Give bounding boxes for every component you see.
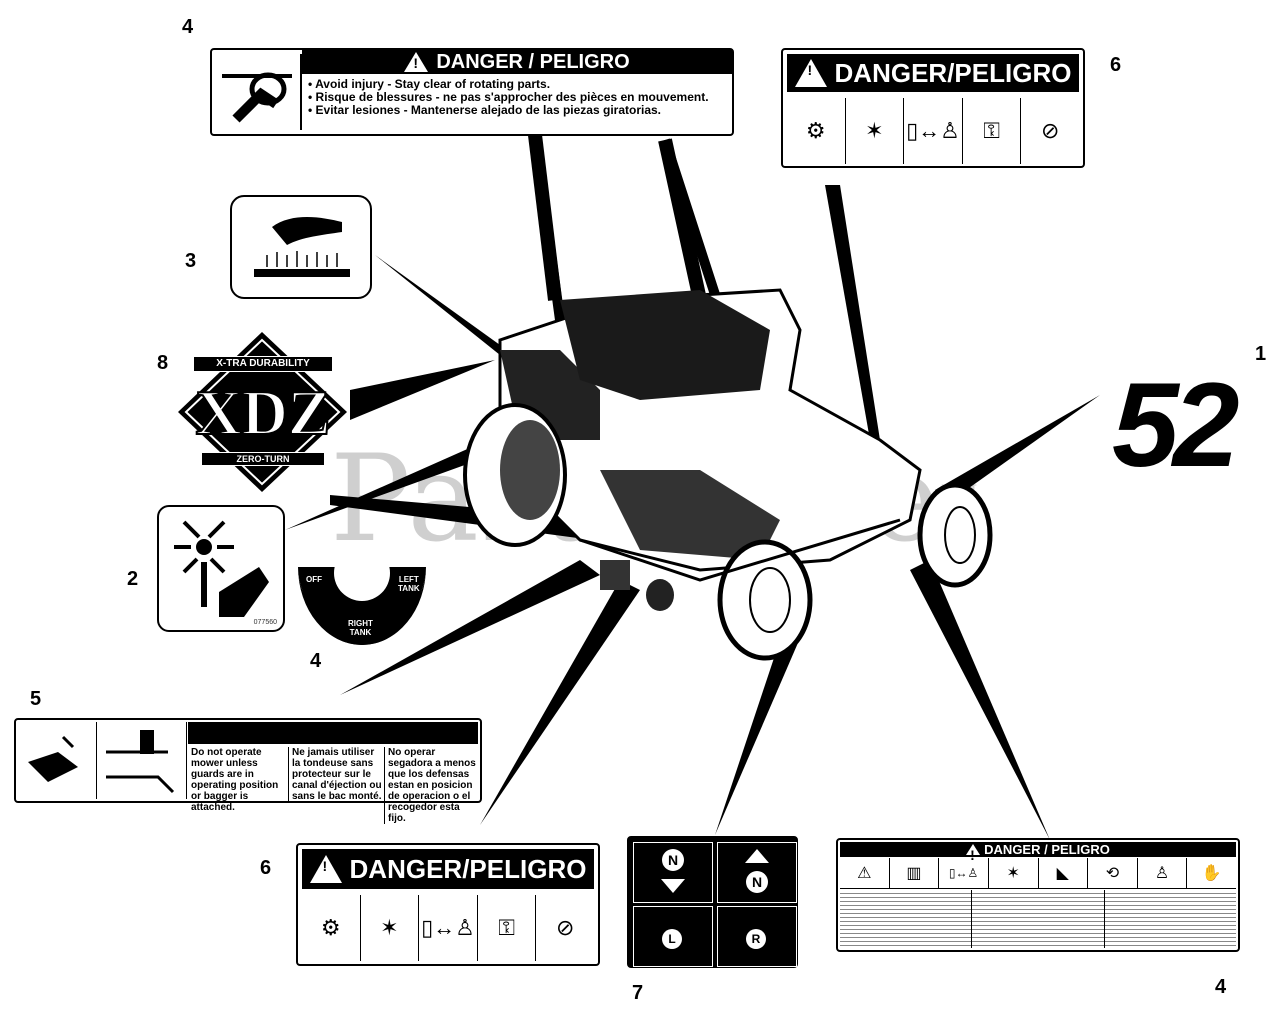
control-right-turn: R [717, 906, 797, 967]
neutral-icon: N [662, 849, 684, 871]
decal-title: DANGER / PELIGRO [984, 842, 1110, 857]
rollover-icon: ⟲ [1088, 858, 1138, 888]
fine-print [840, 890, 1236, 948]
decal-danger-bottom: DANGER/PELIGRO ⚙ ✶ ▯↔♙ ⚿ ⊘ [296, 843, 600, 966]
child-icon: ♙ [1138, 858, 1188, 888]
hand-entanglement-icon [216, 54, 302, 130]
slope-icon: ◣ [1039, 858, 1089, 888]
no-foot-icon: ⊘ [555, 915, 575, 940]
no-foot-icon: ⊘ [1040, 118, 1060, 143]
decal-title: DANGER/PELIGRO [834, 57, 1072, 88]
blade-icon: ⚙ [302, 895, 361, 961]
decal-title: DANGER / PELIGRO [436, 50, 630, 73]
warning-icon: ⚠ [840, 858, 890, 888]
callout-6: 6 [1110, 54, 1122, 76]
arrow-up-icon [745, 849, 769, 863]
warning-triangle-icon [309, 855, 342, 883]
danger-header: DANGER/PELIGRO [787, 54, 1079, 92]
callout-2: 2 [127, 568, 139, 590]
guards-text-en: Do not operate mower unless guards are i… [191, 747, 279, 813]
xdz-logo-text: XDZ [194, 377, 331, 449]
control-neutral-back: N [633, 842, 713, 903]
control-neutral-forward: N [717, 842, 797, 903]
discharge-chute-icon [98, 722, 187, 799]
right-icon: R [746, 929, 766, 949]
distance-bystander-icon: ▯↔♙ [939, 858, 989, 888]
thrown-object-icon [18, 722, 97, 799]
icon-strip: ⚙ ✶ ▯↔♙ ⚿ ⊘ [787, 98, 1079, 164]
decal-danger-top: DANGER/PELIGRO ⚙ ✶ ▯↔♙ ⚿ ⊘ [781, 48, 1085, 168]
danger-header: DANGER / PELIGRO [840, 842, 1236, 863]
decal-blade-hazard: 077560 [157, 505, 285, 632]
xdz-top-banner: X-TRA DURABILITY [193, 356, 333, 372]
decal-rotating-parts: DANGER / PELIGRO • Avoid injury - Stay c… [210, 48, 734, 136]
thrown-object-icon: ✶ [846, 98, 905, 164]
decal-52: 52 [1112, 358, 1240, 492]
warning-triangle-icon [404, 52, 429, 72]
callout-8: 8 [157, 352, 169, 374]
warning-triangle-icon [966, 844, 981, 863]
callout-5: 5 [30, 688, 42, 710]
icon-strip: ⚙ ✶ ▯↔♙ ⚿ ⊘ [302, 895, 594, 961]
callout-4: 4 [1215, 976, 1227, 998]
pointer-4-big [910, 560, 1050, 840]
key-manual-icon: ⚿ [963, 98, 1022, 164]
decal-controls: N N L R [627, 836, 798, 968]
decal-title: DANGER/PELIGRO [349, 853, 587, 884]
danger-header: DANGER / PELIGRO [302, 50, 732, 74]
pointer-8 [350, 360, 495, 420]
decal-text: • Avoid injury - Stay clear of rotating … [308, 78, 712, 117]
decal-line-es: • Evitar lesiones - Mantenerse alejado d… [308, 103, 662, 117]
fuel-left-tank-label: LEFT TANK [398, 575, 420, 593]
fine-print-column-es [1104, 890, 1236, 948]
pointer-5 [340, 560, 600, 695]
manual-icon: ▥ [890, 858, 940, 888]
guards-text-fr: Ne jamais utiliser la tondeuse sans prot… [288, 747, 384, 802]
callout-6: 6 [260, 857, 272, 879]
left-icon: L [662, 929, 682, 949]
fuel-off-label: OFF [306, 575, 322, 584]
arrow-down-icon [661, 879, 685, 893]
pointer-6-bottom [480, 580, 640, 825]
thrown-object-icon: ✶ [361, 895, 420, 961]
fuel-right-tank-label: RIGHT TANK [348, 619, 373, 637]
warning-triangle-icon [794, 59, 827, 87]
pointer-3 [375, 255, 500, 355]
decal-fuel-selector: OFF LEFT TANK RIGHT TANK [298, 567, 426, 647]
blade-hand-icon [174, 520, 269, 617]
decal-code: 077560 [253, 619, 277, 626]
decal-line-en: • Avoid injury - Stay clear of rotating … [308, 77, 551, 91]
guards-header-bar [188, 722, 478, 744]
neutral-icon: N [746, 871, 768, 893]
danger-header: DANGER/PELIGRO [302, 849, 594, 889]
distance-bystander-icon: ▯↔♙ [904, 98, 963, 164]
distance-bystander-icon: ▯↔♙ [419, 895, 478, 961]
icon-strip: ⚠ ▥ ▯↔♙ ✶ ◣ ⟲ ♙ ✋ [840, 858, 1236, 889]
pointer-1 [935, 395, 1100, 505]
fine-print-column-fr [972, 890, 1105, 948]
fine-print-column-en [840, 890, 973, 948]
decal-line-fr: • Risque de blessures - ne pas s'approch… [308, 90, 709, 104]
pointer-6-top [825, 185, 880, 440]
blade-icon: ⚙ [787, 98, 846, 164]
xdz-bottom-banner: ZERO-TURN [201, 452, 325, 466]
thrown-object-icon: ✶ [989, 858, 1039, 888]
fuel-selector-shape [298, 567, 426, 645]
callout-4: 4 [182, 16, 194, 38]
decal-xdz: X-TRA DURABILITY XDZ ZERO-TURN [175, 330, 350, 495]
callout-4: 4 [310, 650, 322, 672]
decal-safety-large: DANGER / PELIGRO ⚠ ▥ ▯↔♙ ✶ ◣ ⟲ ♙ ✋ [836, 838, 1240, 952]
callout-3: 3 [185, 250, 197, 272]
guards-text-es: No operar segadora a menos que los defen… [384, 747, 480, 824]
pointer-7 [715, 610, 810, 835]
key-manual-icon: ⚿ [478, 895, 537, 961]
hot-surface-icon [254, 217, 350, 277]
callout-1: 1 [1255, 343, 1267, 365]
control-left-turn: L [633, 906, 713, 967]
callout-7: 7 [632, 982, 644, 1004]
decal-hot-surface [230, 195, 372, 299]
decal-guards: Do not operate mower unless guards are i… [14, 718, 482, 824]
hand-blade-icon: ✋ [1201, 865, 1222, 882]
